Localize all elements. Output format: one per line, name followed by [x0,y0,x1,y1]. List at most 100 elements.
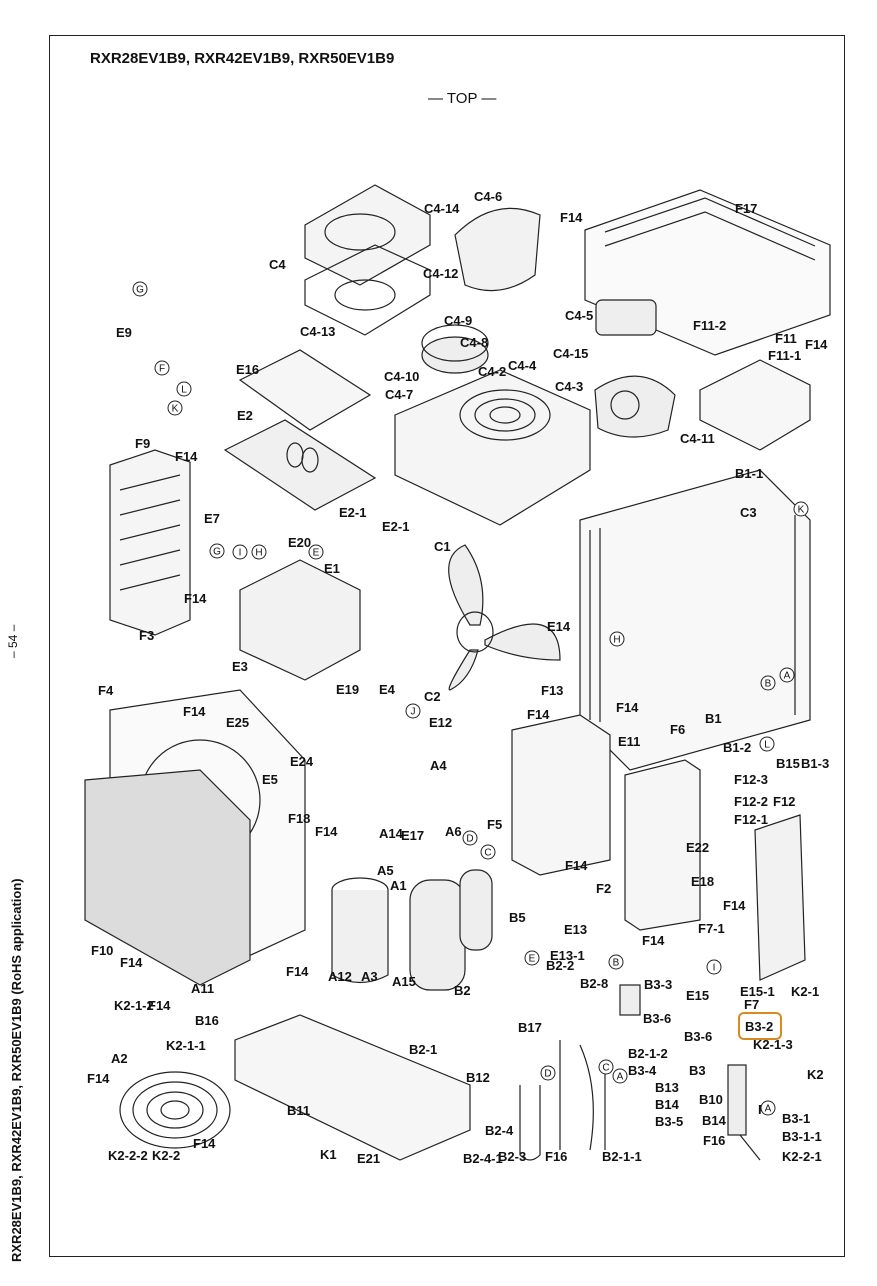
part-label: B2-4-1 [463,1151,503,1166]
part-label-highlighted: B3-2 [745,1019,773,1034]
part-label: E16 [236,362,259,377]
reference-callout: A [612,1068,628,1084]
part-label: F14 [560,210,583,225]
part-label: B15 [776,756,800,771]
propeller-fan-c1 [448,544,561,691]
part-label: F14 [175,449,198,464]
part-label: F11-1 [768,348,801,363]
reference-callout: L [759,736,775,752]
part-label: C4-2 [478,364,506,379]
base-pan-c4-1 [394,369,591,526]
part-label: A5 [377,863,394,878]
switch-box-e1 [239,559,361,681]
part-label: C4-12 [423,266,458,281]
part-label: E21 [357,1151,380,1166]
part-label: E22 [686,840,709,855]
reference-callout: F [154,360,170,376]
filter-f3 [109,449,191,636]
svg-text:C: C [484,848,491,859]
part-label: K2-1-2 [114,998,154,1013]
svg-text:L: L [181,385,187,396]
part-label: K2-1-3 [753,1037,793,1052]
drawing-frame [49,35,845,1257]
svg-text:L: L [764,740,770,751]
part-label: B2-1-2 [628,1046,668,1061]
part-label: B3-3 [644,977,672,992]
part-label: C4-3 [555,379,583,394]
part-label: B12 [466,1070,490,1085]
part-label: B1-2 [723,740,751,755]
reference-callout: A [779,667,795,683]
part-label: B2-3 [498,1149,526,1164]
part-label: F14 [527,707,550,722]
part-label: C4-9 [444,313,472,328]
part-label: E11 [618,734,640,749]
part-label: E25 [226,715,249,730]
part-label: A11 [191,981,214,996]
part-label: E7 [204,511,220,526]
reference-callout: G [209,543,225,559]
part-label: F10 [91,943,113,958]
part-label: F6 [670,722,685,737]
reference-callout: H [609,631,625,647]
part-label: K1 [320,1147,337,1162]
part-label: F16 [703,1133,725,1148]
part-label: C4-4 [508,358,537,373]
part-label: B17 [518,1020,542,1035]
svg-text:I: I [713,963,716,974]
part-label: F14 [723,898,746,913]
reference-callout: I [706,959,722,975]
svg-text:E: E [529,954,536,965]
plate-f11-1 [699,359,811,451]
part-label: A15 [392,974,416,989]
part-label: B1 [705,711,722,726]
part-label: A2 [111,1051,128,1066]
part-label: F4 [98,683,114,698]
part-label: E18 [691,874,714,889]
part-label: F7 [744,997,759,1012]
svg-text:A: A [765,1104,772,1115]
part-label: B16 [195,1013,219,1028]
part-label: K2-2-1 [782,1149,822,1164]
reference-callout: B [608,954,624,970]
reference-callout: D [540,1065,556,1081]
reference-callout: E [308,544,324,560]
part-label: E14 [547,619,571,634]
part-label: B3 [689,1063,706,1078]
svg-text:D: D [544,1069,551,1080]
reference-callout: K [793,501,809,517]
svg-text:A: A [784,671,791,682]
part-label: E2-1 [339,505,366,520]
part-label: C3 [740,505,757,520]
reference-callout: E [524,950,540,966]
svg-text:C: C [602,1063,609,1074]
part-label: E1 [324,561,340,576]
part-label: A14 [379,826,404,841]
part-label: E3 [232,659,248,674]
fan-wheel [421,324,489,374]
part-label: F2 [596,881,611,896]
bottom-frame-f1 [234,1014,471,1161]
part-label: E15 [686,988,709,1003]
part-label: B5 [509,910,526,925]
reference-callout: K [167,400,183,416]
part-label: F11-2 [693,318,726,333]
model-title: RXR28EV1B9, RXR42EV1B9, RXR50EV1B9 [90,50,395,67]
part-label: B3-5 [655,1114,683,1129]
part-label: E20 [288,535,311,550]
reference-callout: L [176,381,192,397]
part-label: C4-14 [424,201,460,216]
part-label: K2-2-2 [108,1148,148,1163]
part-label: B3-1 [782,1111,810,1126]
part-label: E2-1 [382,519,409,534]
part-label: E2 [237,408,253,423]
svg-text:E: E [313,548,320,559]
svg-text:A: A [617,1072,624,1083]
part-label: A12 [328,969,352,984]
part-label: B14 [655,1097,680,1112]
part-label: E13-1 [550,948,585,963]
svg-text:B: B [613,958,620,969]
part-label: C4-6 [474,189,502,204]
part-label: B2-2 [546,958,574,973]
part-label: C4-15 [553,346,588,361]
